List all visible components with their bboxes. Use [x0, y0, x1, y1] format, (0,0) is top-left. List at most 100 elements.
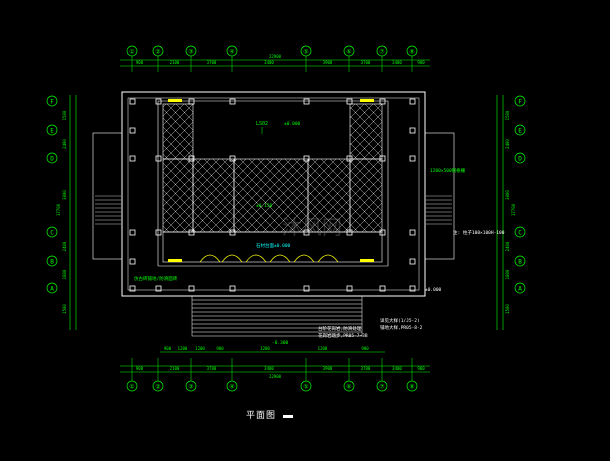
- right-axis-bubble: D: [514, 152, 526, 164]
- svg-text:⑧: ⑧: [409, 49, 414, 56]
- right-dim-text: 1500: [505, 304, 510, 314]
- yellow-marks: [168, 99, 374, 262]
- top-axis-bubble: ⑧: [406, 45, 418, 57]
- top-axis-bubble: ⑦: [376, 45, 388, 57]
- left-axis-bubble: C: [46, 226, 58, 238]
- top-dim-text: 3700: [207, 60, 217, 65]
- svg-text:F: F: [50, 99, 54, 106]
- right-axis-bubble: E: [514, 124, 526, 136]
- svg-text:⑤: ⑤: [303, 384, 308, 391]
- inner-wall: [127, 97, 420, 291]
- dimension-lines: [69, 59, 504, 373]
- bottom-sub-dim-text: 1200: [318, 346, 328, 351]
- bottom-note-2: 花岗岩踏步,PR05-7~3B: [318, 332, 368, 339]
- right-wall-note: 注: 柱子100×100H-100: [453, 229, 505, 236]
- bottom-dim-text: 900: [417, 366, 425, 371]
- right-axis-bubble: B: [514, 255, 526, 267]
- top-axis-bubble: ④: [226, 45, 238, 57]
- bottom-axis-bubble: ⑥: [343, 380, 355, 392]
- title-underline: [283, 415, 293, 418]
- bottom-axis-bubble: ④: [226, 380, 238, 392]
- left-axis-bubble: B: [46, 255, 58, 267]
- right-dim-text: 1800: [505, 269, 510, 279]
- top-dim-text: 900: [136, 60, 144, 65]
- left-wing: [92, 132, 123, 260]
- bottom-stair: [191, 295, 363, 337]
- bottom-sub-dim-text: 1200: [178, 346, 188, 351]
- right-axis-bubble: A: [514, 282, 526, 294]
- svg-text:④: ④: [229, 384, 234, 391]
- svg-text:A: A: [518, 286, 522, 293]
- right-dim-text: 2400: [505, 241, 510, 251]
- top-dim-text: 900: [417, 60, 425, 65]
- left-steps: [95, 195, 121, 225]
- right-axis-bubble: F: [514, 95, 526, 107]
- left-axis-bubble: F: [46, 95, 58, 107]
- svg-text:③: ③: [188, 49, 193, 56]
- bottom-sub-dim-text: 1200: [260, 346, 270, 351]
- svg-text:B: B: [518, 259, 522, 266]
- svg-text:③: ③: [188, 384, 193, 391]
- bottom-note-1: 台阶花岗岩,防滑处理: [318, 325, 362, 332]
- svg-text:①: ①: [129, 384, 134, 391]
- left-total-dim: 17700: [56, 203, 61, 216]
- svg-text:E: E: [50, 128, 54, 135]
- svg-text:⑧: ⑧: [409, 384, 414, 391]
- room-label: LS02: [256, 121, 268, 127]
- bottom-note-4: 铺地大样,PR05-8-2: [380, 324, 423, 331]
- columns: [129, 98, 416, 292]
- svg-text:⑦: ⑦: [379, 49, 384, 56]
- bottom-axis-bubble: ⑤: [300, 380, 312, 392]
- left-dim-text: 2400: [62, 139, 67, 149]
- bottom-sub-dim-text: 900: [216, 346, 224, 351]
- drawing-title: 平面图: [246, 411, 277, 421]
- right-wing: [424, 132, 455, 260]
- bottom-note-3: 详见大样(1/J5-2): [380, 317, 420, 324]
- right-dim-text: 2400: [505, 139, 510, 149]
- left-axis-bubble: D: [46, 152, 58, 164]
- svg-text:①: ①: [129, 49, 134, 56]
- right-dim-text: 1500: [505, 110, 510, 120]
- bottom-left-note: 仿古砖铺地/防滑面砖: [134, 275, 178, 282]
- svg-text:D: D: [518, 156, 522, 163]
- svg-text:④: ④: [229, 49, 234, 56]
- bottom-axis-bubble: ⑦: [376, 380, 388, 392]
- bottom-sub-dim-text: 900: [164, 346, 172, 351]
- svg-text:②: ②: [155, 49, 160, 56]
- left-dim-text: 2400: [62, 241, 67, 251]
- top-axis-bubble: ②: [152, 45, 164, 57]
- left-note: 1200×500钢格栅: [430, 167, 466, 174]
- bottom-dim-text: 2100: [170, 366, 180, 371]
- top-axis-bubble: ①: [126, 45, 138, 57]
- bottom-axis-bubble: ⑧: [406, 380, 418, 392]
- svg-text:B: B: [50, 259, 54, 266]
- svg-text:⑦: ⑦: [379, 384, 384, 391]
- left-dim-text: 3000: [62, 190, 67, 200]
- frame-lines: [157, 100, 389, 267]
- right-dim-text: 3000: [505, 190, 510, 200]
- right-total-dim: 17700: [511, 203, 516, 216]
- bottom-dim-text: 3900: [323, 366, 333, 371]
- svg-text:C: C: [518, 230, 522, 237]
- svg-text:⑥: ⑥: [346, 49, 351, 56]
- bottom-dim-text: 900: [136, 366, 144, 371]
- top-dim-text: 3400: [392, 60, 402, 65]
- svg-text:⑤: ⑤: [303, 49, 308, 56]
- svg-text:⑥: ⑥: [346, 384, 351, 391]
- left-axis-bubble: E: [46, 124, 58, 136]
- right-lower-note: ±0.000: [425, 287, 442, 293]
- bottom-axis-bubble: ③: [185, 380, 197, 392]
- hatched-floor: [162, 103, 383, 263]
- svg-text:A: A: [50, 286, 54, 293]
- arches: [199, 254, 339, 263]
- svg-text:E: E: [518, 128, 522, 135]
- top-dim-text: 3400: [264, 60, 274, 65]
- watermark: 沐风网: [282, 215, 342, 239]
- bottom-axis-bubble: ①: [126, 380, 138, 392]
- left-dim-text: 1500: [62, 304, 67, 314]
- bottom-sub-dim-text: 1200: [195, 346, 205, 351]
- top-dim-text: 3900: [323, 60, 333, 65]
- room-level: ±0.000: [284, 121, 301, 127]
- top-axis-bubble: ③: [185, 45, 197, 57]
